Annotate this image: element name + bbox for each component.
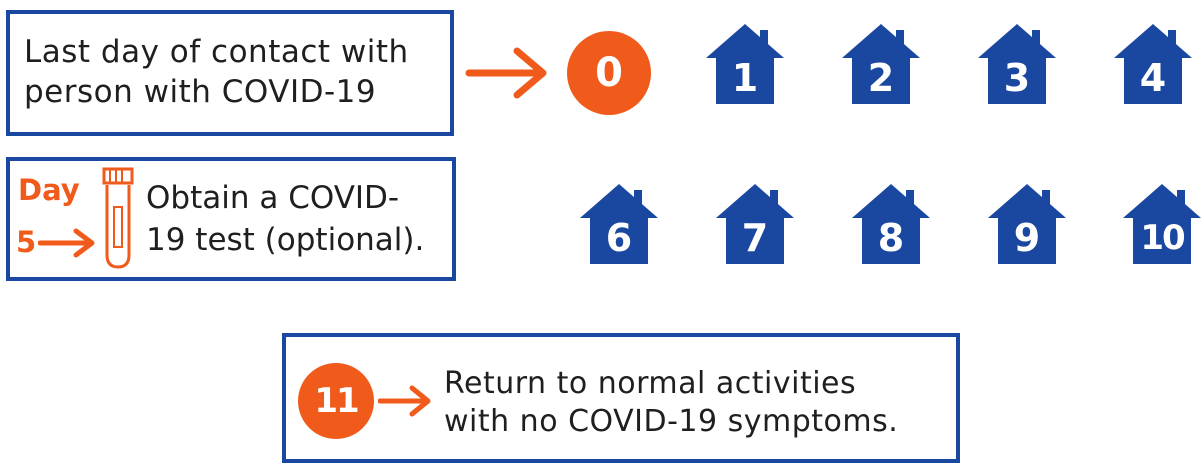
house-icon [716,184,794,264]
return-text: Return to normal activities with no COVI… [444,366,899,439]
house-icon [978,24,1056,104]
house-number: 3 [1003,56,1031,100]
test-box: Day 5 Obtain a COVID- 19 test (optional)… [6,157,456,281]
house-day-6: 6 [578,182,660,266]
day-label: Day [18,173,80,207]
house-icon [706,24,784,104]
contact-text: Last day of contact with person with COV… [24,34,409,110]
day-eleven-circle: 11 [298,363,374,439]
house-number: 7 [741,216,769,260]
contact-box: Last day of contact with person with COV… [6,10,454,136]
house-icon [852,184,930,264]
house-day-4: 4 [1112,22,1194,106]
house-day-3: 3 [976,22,1058,106]
house-number: 9 [1013,216,1041,260]
house-number: 8 [877,216,905,260]
test-text: Obtain a COVID- 19 test (optional). [146,180,425,258]
day-zero-label: 0 [595,50,623,96]
house-day-1: 1 [704,22,786,106]
day-eleven-label: 11 [314,381,359,421]
house-day-10: 10 [1121,182,1203,266]
test-tube-icon [102,167,134,269]
small-arrow-icon [38,228,95,258]
house-day-2: 2 [840,22,922,106]
day-zero-circle: 0 [567,31,651,115]
arrow-icon [465,47,547,99]
house-icon [580,184,658,264]
house-day-7: 7 [714,182,796,266]
house-icon [842,24,920,104]
house-number: 4 [1139,56,1167,100]
house-number: 6 [605,216,633,260]
day-number: 5 [16,225,37,259]
house-number: 10 [1140,218,1185,258]
house-day-8: 8 [850,182,932,266]
return-box: 11 Return to normal activities with no C… [282,333,960,463]
house-day-9: 9 [986,182,1068,266]
small-arrow-icon [378,385,431,417]
house-icon [1123,184,1201,264]
house-number: 1 [731,56,759,100]
house-icon [988,184,1066,264]
house-number: 2 [867,56,895,100]
house-icon [1114,24,1192,104]
